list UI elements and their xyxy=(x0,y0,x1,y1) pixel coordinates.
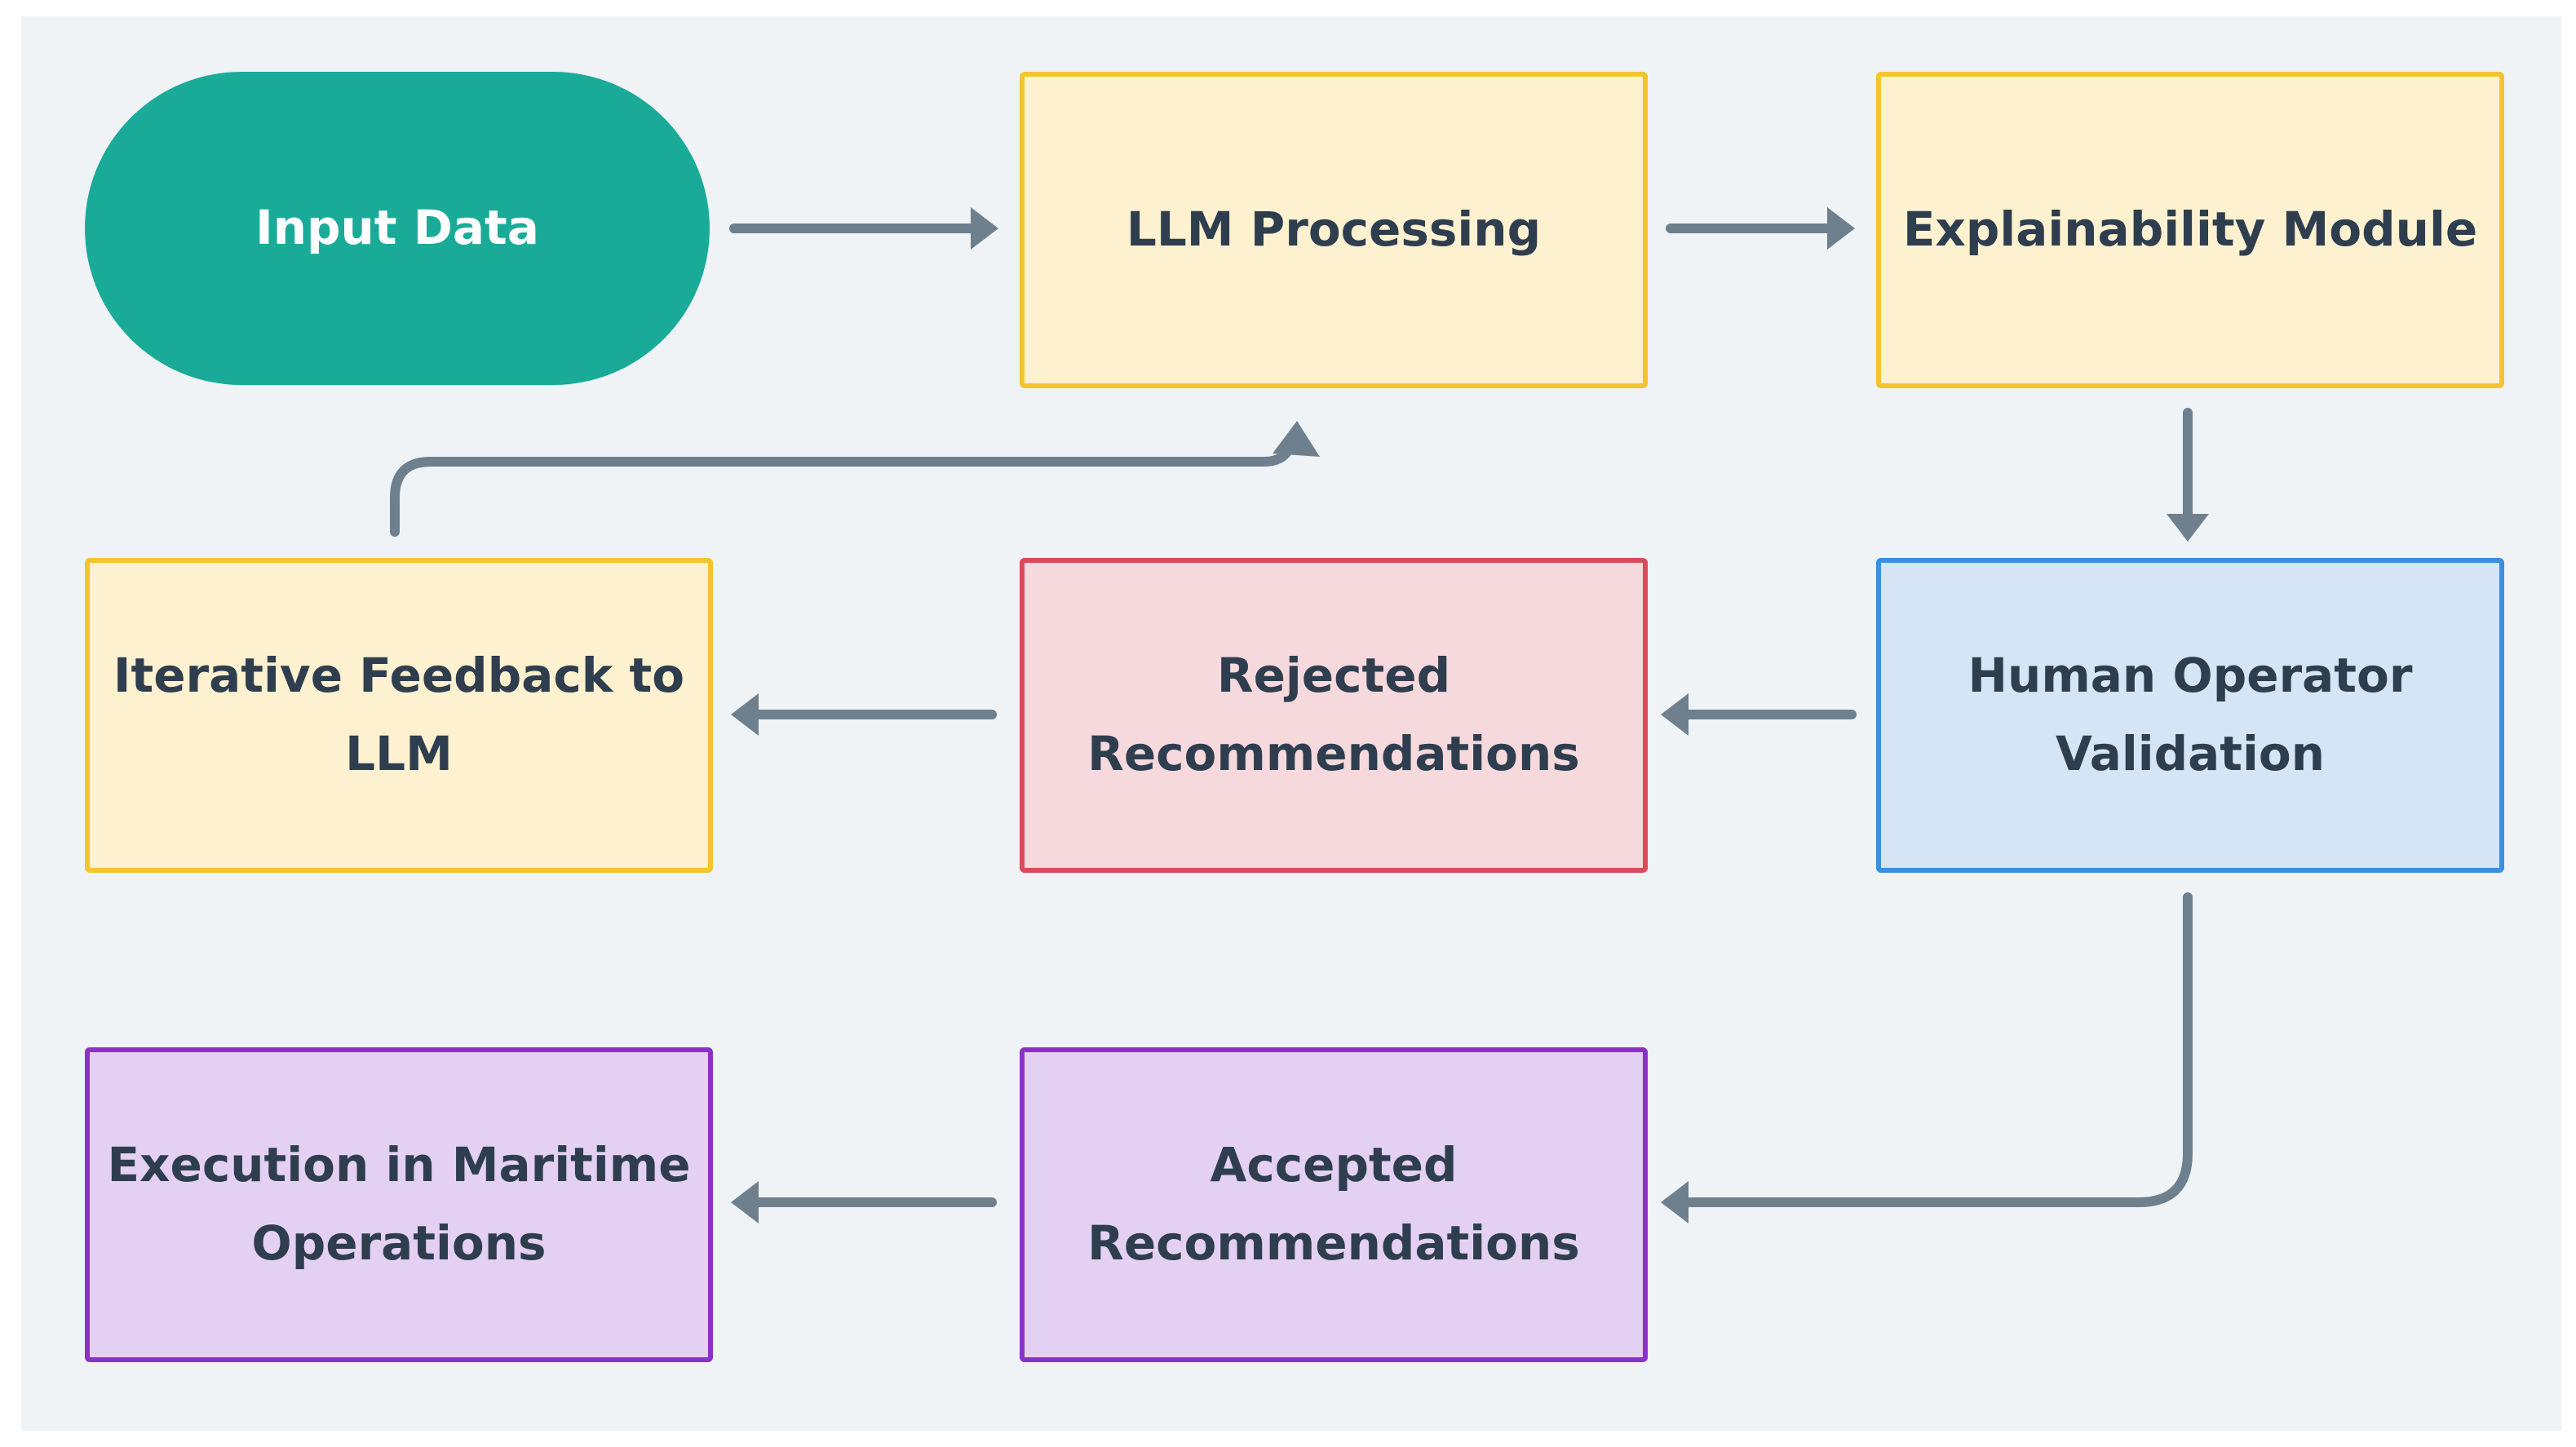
human-operator-validation-label: Human Operator Validation xyxy=(1967,648,2413,781)
accepted-recommendations-label: Accepted Recommendations xyxy=(1087,1137,1580,1271)
arrowhead-execution xyxy=(731,1181,759,1224)
explainability-module-node: Explainability Module xyxy=(1876,72,2504,388)
edge-feedback-to-llm xyxy=(390,436,1297,537)
llm-processing-label: LLM Processing xyxy=(1126,201,1542,258)
arrowhead-explainability xyxy=(1827,207,1855,250)
arrowhead-rejected xyxy=(1661,693,1689,736)
llm-processing-node: LLM Processing xyxy=(1020,72,1648,388)
input-data-label: Input Data xyxy=(255,200,539,256)
edge-validation-to-accepted xyxy=(1684,892,2193,1207)
execution-node: Execution in Maritime Operations xyxy=(85,1047,713,1362)
explainability-module-label: Explainability Module xyxy=(1902,201,2478,258)
arrowhead-llm-feedback xyxy=(1273,421,1320,457)
input-data-node: Input Data xyxy=(85,72,710,385)
arrowhead-feedback xyxy=(731,693,759,736)
human-operator-validation-node: Human Operator Validation xyxy=(1876,558,2504,873)
arrowhead-accepted xyxy=(1661,1181,1689,1224)
arrowhead-llm xyxy=(971,207,998,250)
rejected-recommendations-label: Rejected Recommendations xyxy=(1087,648,1580,781)
rejected-recommendations-node: Rejected Recommendations xyxy=(1020,558,1648,873)
iterative-feedback-label: Iterative Feedback to LLM xyxy=(113,648,685,781)
execution-label: Execution in Maritime Operations xyxy=(107,1137,691,1271)
accepted-recommendations-node: Accepted Recommendations xyxy=(1020,1047,1648,1362)
arrowhead-validation xyxy=(2167,514,2209,542)
iterative-feedback-node: Iterative Feedback to LLM xyxy=(85,558,713,873)
